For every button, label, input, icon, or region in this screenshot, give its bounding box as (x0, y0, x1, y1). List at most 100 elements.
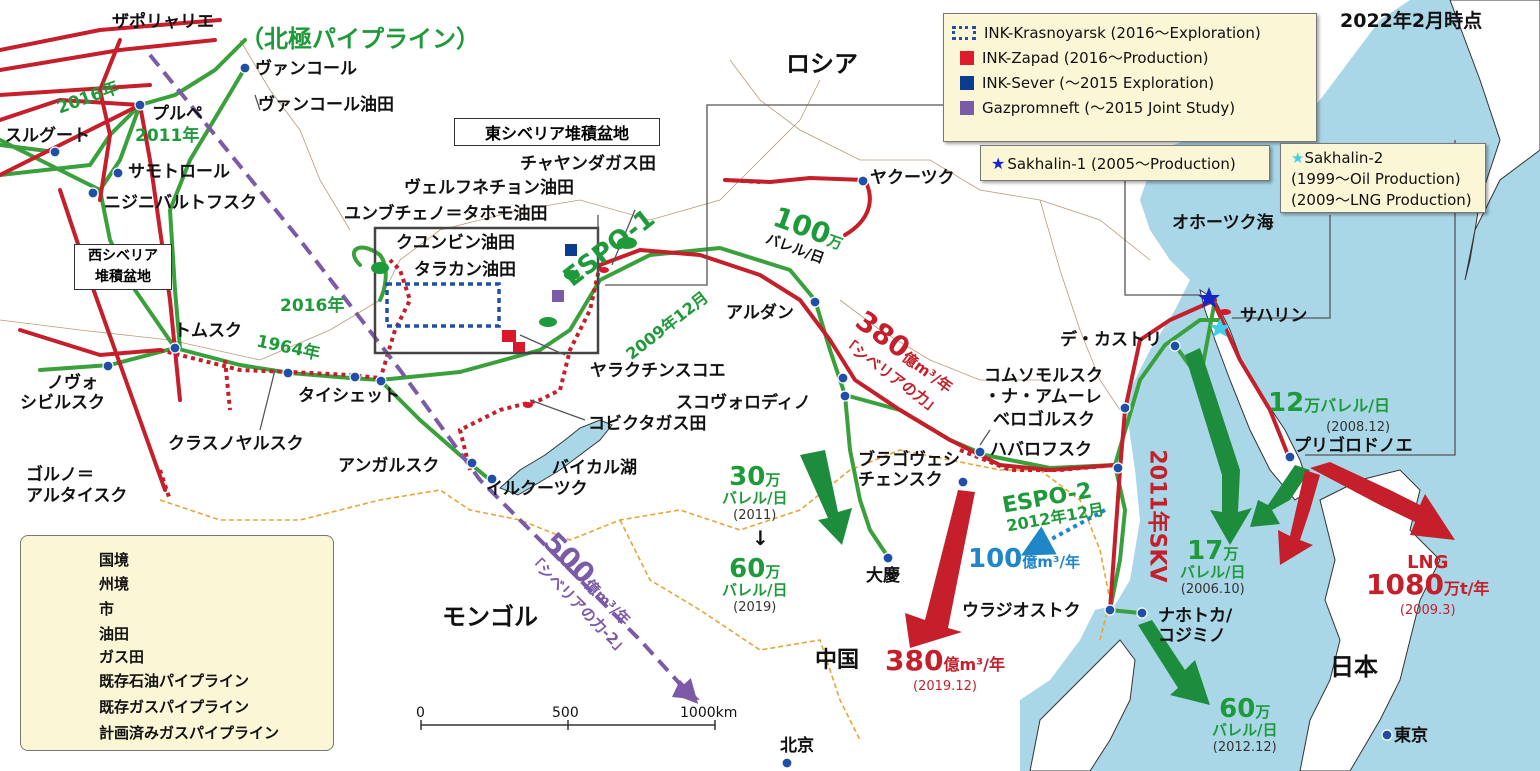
city-novosibirsk: ノヴォシビルスク (20, 373, 105, 413)
city-angarsk: アンガルスク (338, 456, 440, 476)
city-tokyo: 東京 (1394, 726, 1428, 746)
sakh-oil-flow: 12万バレル/日 (2008.12) (1268, 388, 1391, 435)
city-blagoveshchensk: ブラゴヴェシチェンスク (858, 450, 960, 490)
sakhalin1-star (1198, 287, 1220, 308)
sakhalin2-title: ★Sakhalin-2 (1291, 149, 1384, 167)
daqing-flow-2011: 30万 バレル/日 (2011) (722, 462, 788, 523)
city-purpe: プルペ (152, 104, 203, 124)
daqing-down-arrow: ↓ (752, 526, 769, 550)
china-gas-arrow (905, 490, 975, 648)
region-japan: 日本 (1330, 653, 1378, 681)
sakh-gas-arrow (1278, 470, 1320, 565)
national-border (159, 449, 1111, 741)
arctic-pipeline-label: （北極パイプライン） (240, 25, 480, 53)
city-nakhodka: ナホトカ/コジミノ (1158, 606, 1233, 646)
label-2011: 2011年 (135, 126, 200, 146)
city-surgut: スルグート (5, 126, 90, 146)
star-icon: ★ (991, 153, 1006, 173)
field-chayanda: チャヤンダガス田 (520, 154, 656, 174)
sakhalin2-star (1210, 318, 1230, 337)
region-mongolia: モンゴル (442, 603, 538, 631)
east-siberia-basin-label: 東シベリア堆積盆地 (454, 118, 660, 146)
date-stamp: 2022年2月時点 (1340, 10, 1483, 32)
sakhalin2-line: (2009～LNG Production) (1291, 191, 1472, 209)
gas-pipelines (0, 18, 1292, 612)
city-irkutsk: イルクーツク (486, 479, 588, 499)
west-siberia-basin-label: 西シベリア堆積盆地 (74, 244, 172, 290)
region-china: 中国 (815, 648, 860, 673)
navy-swatch (960, 75, 974, 90)
city-zapolyarnoe: ザポリャリエ (112, 12, 214, 32)
city-sakhalin: サハリン (1240, 306, 1308, 326)
project-label: INK-Sever (～2015 Exploration) (982, 74, 1215, 92)
project-label: INK-Krasnoyarsk (2016～Exploration) (984, 24, 1261, 42)
project-row: INK-Krasnoyarsk (2016～Exploration) (944, 20, 1316, 45)
city-yakutsk: ヤクーツク (870, 168, 955, 188)
red-swatch (960, 50, 974, 65)
scale-1000: 1000km (680, 705, 738, 721)
skv-label: 2011年SKV (1144, 449, 1170, 583)
dotted-blue-swatch (952, 25, 976, 40)
sakhalin1-box: ★Sakhalin-1 (2005～Production) (980, 145, 1270, 181)
gasfield-markers (523, 267, 1231, 408)
china-gas-flow: 380億m³/年 (2019.12) (885, 644, 1005, 695)
power-of-siberia-2-route (148, 53, 699, 704)
field-yurubcheno: ユンブチェノ＝タホモ油田 (344, 204, 548, 224)
field-kuyumba: クユンビン油田 (396, 233, 515, 253)
city-khabarovsk: ハバロフスク (990, 440, 1092, 460)
project-row: Gazpromneft (～2015 Joint Study) (944, 95, 1316, 120)
city-taishet: タイシェット (298, 386, 400, 406)
project-row: INK-Sever (～2015 Exploration) (944, 70, 1316, 95)
nakhodka-flow: 60万 バレル/日 (2012.12) (1212, 694, 1278, 755)
legend-item: 市 (99, 600, 115, 618)
kamchatka-coast (1449, 0, 1540, 281)
legend-item: 州境 (99, 575, 130, 593)
city-aldan: アルダン (726, 303, 794, 323)
region-okhotsk: オホーツク海 (1172, 213, 1274, 233)
city-de-kastri: デ・カストリ (1060, 330, 1162, 350)
gazpromneft-block (552, 290, 564, 302)
oil-pipelines (0, 38, 1222, 615)
city-daqing: 大慶 (866, 566, 900, 586)
vlad-gas-flow: 100億m³/年 (968, 544, 1080, 574)
city-prigorodnoe: プリゴロドノエ (1294, 436, 1413, 456)
vladivostok-gas-arrow (1020, 508, 1106, 556)
city-markers (49, 62, 1393, 769)
japan-islands (1299, 469, 1441, 771)
legend-item: 油田 (99, 625, 130, 643)
purple-swatch (960, 100, 974, 115)
city-belogorsk: ベロゴルスク (993, 410, 1095, 430)
pos2-arrowhead (672, 680, 700, 700)
city-gorno-altaysk: ゴルノ＝アルタイスク (26, 465, 128, 506)
legend-item: 国境 (99, 551, 130, 569)
city-vladivostok: ウラジオストク (962, 601, 1081, 621)
project-label: Gazpromneft (～2015 Joint Study) (982, 99, 1236, 117)
ink-zapad-block-2 (513, 342, 525, 352)
sakh-oil-arrow (1250, 465, 1310, 527)
project-row: INK-Zapad (2016～Production) (944, 45, 1316, 70)
city-skovorodino: スコヴォロディノ (676, 393, 811, 413)
ink-sever-block (565, 244, 577, 256)
city-tomsk: トムスク (174, 321, 242, 341)
daqing-oil-arrow (800, 450, 852, 545)
field-talakan: タラカン油田 (414, 260, 516, 280)
field-vankor: ヴァンコール油田 (258, 95, 394, 115)
city-beijing: 北京 (780, 736, 814, 756)
scale-bar (420, 720, 716, 730)
sakhalin1-label: Sakhalin-1 (2005～Production) (1007, 154, 1236, 173)
ink-zapad-block-1 (502, 330, 516, 342)
scale-0: 0 (416, 705, 425, 721)
lake-baikal-label: バイカル湖 (552, 458, 637, 478)
scale-500: 500 (552, 705, 579, 721)
legend-item: 計画済みガスパイプライン (99, 724, 280, 742)
ink-krasnoyarsk-area (385, 282, 501, 328)
lng-flow: LNG 1080万t/年 (2009.3) (1366, 552, 1490, 618)
projects-box: INK-Krasnoyarsk (2016～Exploration) INK-Z… (943, 13, 1317, 142)
project-label: INK-Zapad (2016～Production) (982, 49, 1209, 67)
field-yaraktinskoe: ヤラクチンスコエ (590, 361, 726, 381)
lng-arrow (1310, 462, 1455, 540)
daqing-flow-2019: 60万 バレル/日 (2019) (722, 554, 788, 615)
callout-lines (254, 94, 1456, 456)
city-komsomolsk: コムソモルスク・ナ・アムーレ (984, 366, 1103, 407)
